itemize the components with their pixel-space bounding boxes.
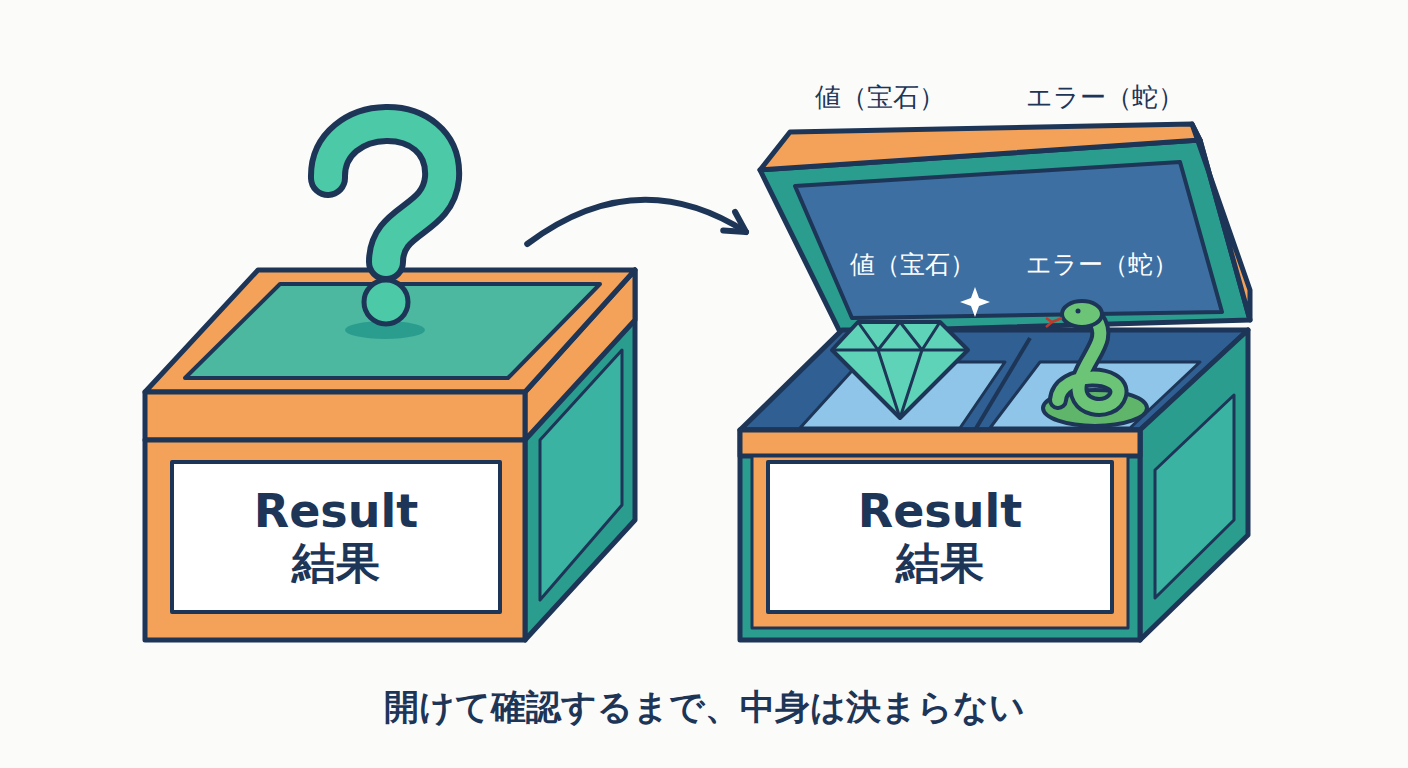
chest-label: 結果 <box>896 538 984 589</box>
result-chest: Result結果 <box>738 125 1250 640</box>
flow-arrow <box>527 200 746 244</box>
lid-label: エラー（蛇） <box>1026 248 1178 281</box>
result-chest: Result結果 <box>145 268 635 640</box>
chest-label: Result <box>858 485 1023 538</box>
content-label: 値（宝石） <box>815 80 945 115</box>
label-plate: Result結果 <box>172 462 500 612</box>
lid-label: 値（宝石） <box>850 248 975 281</box>
caption: 開けて確認するまで、中身は決まらない <box>384 684 1025 731</box>
chest-label: 結果 <box>292 538 380 589</box>
label-plate: Result結果 <box>768 462 1112 612</box>
content-label: エラー（蛇） <box>1026 80 1184 115</box>
chest-label: Result <box>254 485 419 538</box>
